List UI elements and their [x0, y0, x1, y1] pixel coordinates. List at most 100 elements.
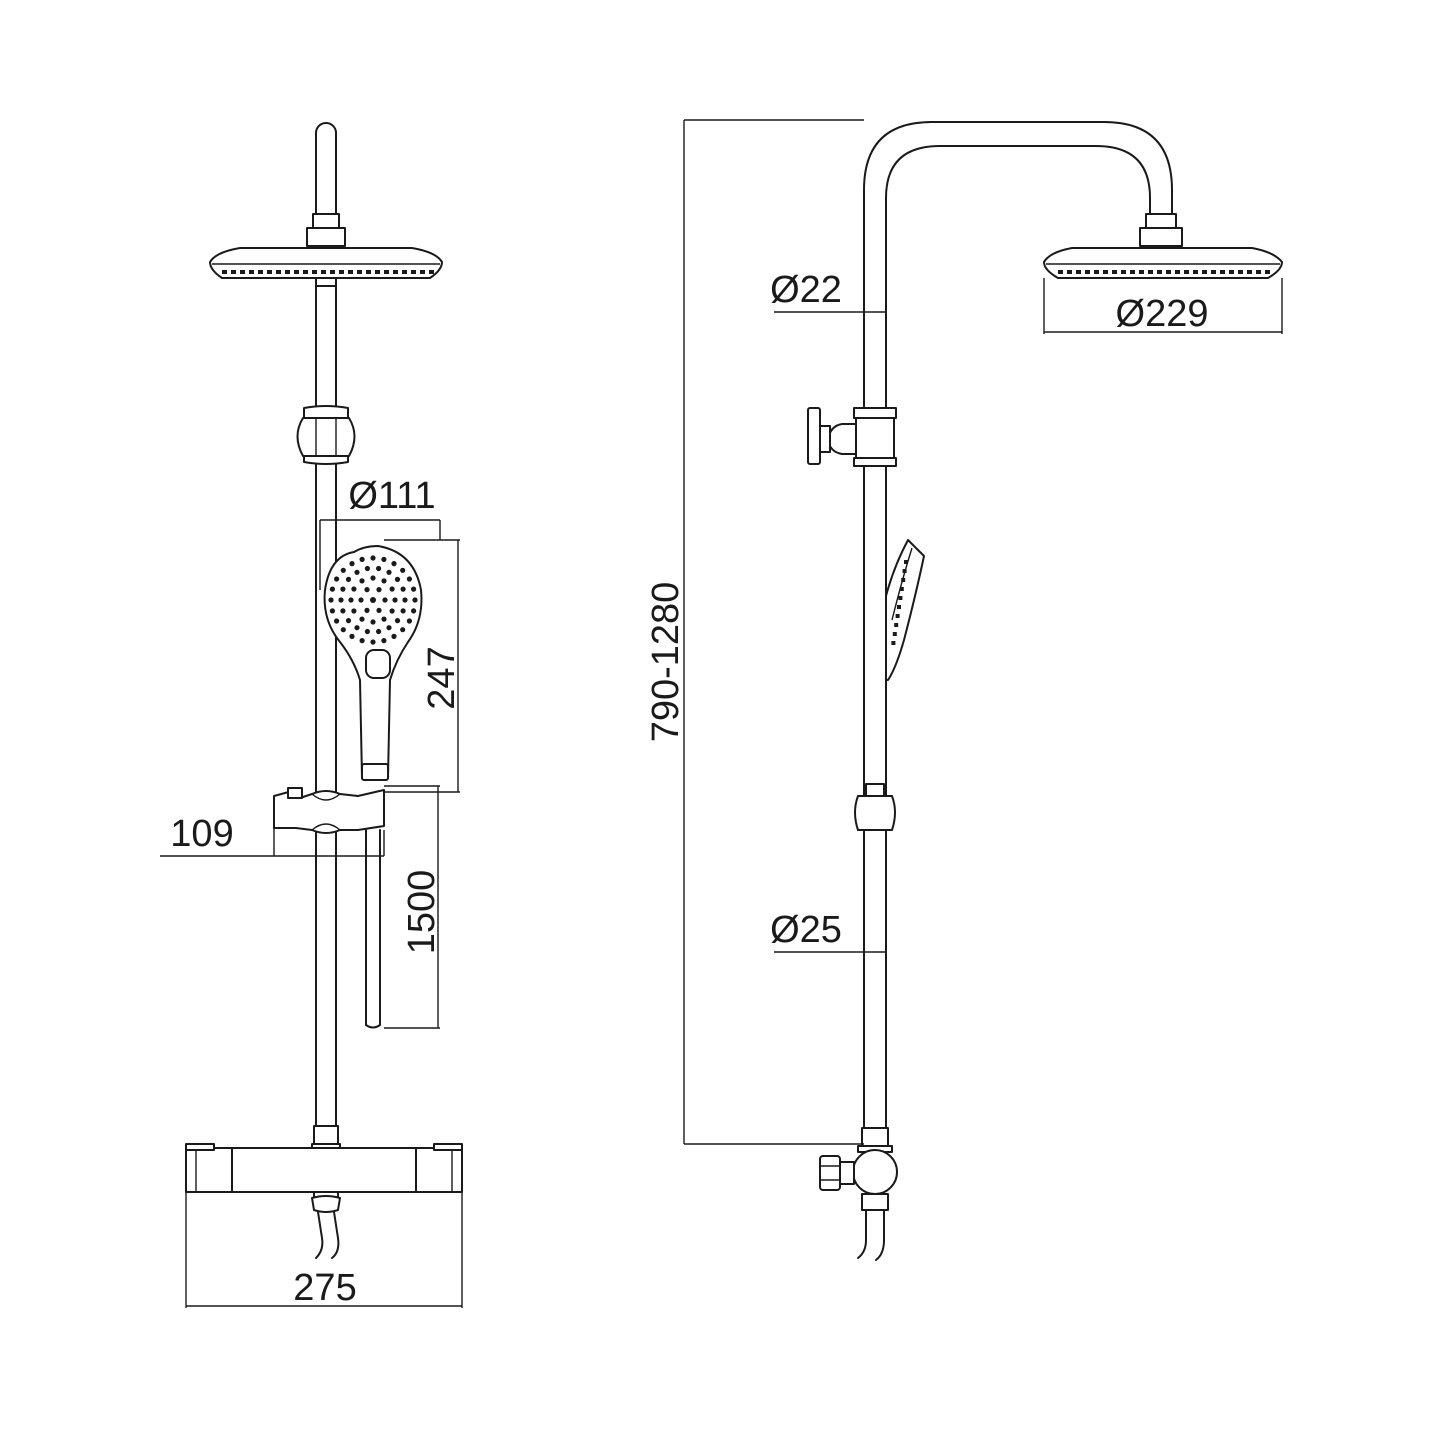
nozzle-mark	[1139, 270, 1144, 274]
nozzle-dot	[394, 576, 401, 583]
nozzle-dot	[412, 597, 418, 603]
nozzle-dot	[391, 561, 397, 567]
nozzle-mark	[1220, 270, 1225, 274]
nozzle-mark	[902, 569, 907, 573]
nozzle-dot	[389, 586, 395, 592]
nozzle-mark	[895, 614, 900, 618]
nozzle-dot	[349, 561, 355, 567]
nozzle-mark	[1184, 270, 1189, 274]
front-hose	[365, 829, 381, 1029]
nozzle-dot	[329, 608, 335, 614]
dimension-bracket-109: 109	[170, 813, 233, 855]
nozzle-dot	[370, 555, 376, 561]
nozzle-mark	[898, 596, 903, 600]
nozzle-dot	[340, 627, 346, 633]
nozzle-dot	[381, 578, 387, 584]
nozzle-dot	[406, 576, 412, 582]
nozzle-dot	[400, 627, 406, 633]
nozzle-mark	[1148, 270, 1153, 274]
nozzle-mark	[384, 270, 389, 274]
nozzle-dot	[354, 625, 360, 631]
nozzle-dot	[351, 608, 357, 614]
nozzle-mark	[1229, 270, 1234, 274]
front-overhead-shower-head	[209, 247, 443, 287]
nozzle-dot	[358, 597, 364, 603]
nozzle-dot	[338, 597, 344, 603]
nozzle-dot	[359, 616, 365, 622]
nozzle-dot	[340, 586, 346, 592]
nozzle-mark	[1157, 270, 1162, 274]
nozzle-dot	[370, 597, 376, 603]
nozzle-mark	[899, 587, 904, 591]
nozzle-dot	[349, 633, 355, 640]
nozzle-mark	[222, 270, 227, 274]
nozzle-mark	[892, 632, 897, 636]
nozzle-dot	[381, 638, 387, 644]
nozzle-mark	[258, 270, 263, 274]
nozzle-dot	[400, 586, 406, 592]
side-gooseneck-arm	[863, 121, 1173, 409]
front-slider-bracket	[273, 787, 385, 834]
dimension-hand-shower-length-247: 247	[421, 646, 463, 709]
nozzle-mark	[1166, 270, 1171, 274]
nozzle-dot	[389, 608, 395, 614]
nozzle-dot	[364, 587, 370, 593]
nozzle-mark	[1256, 270, 1261, 274]
nozzle-dot	[340, 567, 346, 573]
nozzle-dot	[345, 576, 352, 583]
side-dimension-lines	[683, 119, 1283, 1145]
nozzle-dot	[370, 575, 376, 581]
dimension-rail-diameter-25: Ø25	[770, 909, 842, 951]
nozzle-mark	[429, 270, 434, 274]
nozzle-dot	[381, 556, 387, 563]
nozzle-mark	[1103, 270, 1108, 274]
nozzle-mark	[1121, 270, 1126, 274]
nozzle-dot	[406, 618, 412, 624]
nozzle-dot	[394, 618, 401, 624]
nozzle-mark	[294, 270, 299, 274]
dimension-hand-shower-diameter-111: Ø111	[348, 475, 435, 517]
nozzle-dot	[400, 608, 406, 614]
nozzle-dot	[364, 565, 370, 572]
dimension-height-range-790-1280: 790-1280	[645, 582, 687, 743]
nozzle-dot	[345, 618, 352, 624]
nozzle-dot	[359, 638, 365, 644]
front-hand-shower	[323, 545, 423, 781]
nozzle-dot	[400, 567, 406, 573]
nozzle-mark	[348, 270, 353, 274]
nozzle-mark	[1085, 270, 1090, 274]
front-diverter	[296, 405, 356, 465]
nozzle-mark	[1238, 270, 1243, 274]
nozzle-mark	[303, 270, 308, 274]
nozzle-mark	[402, 270, 407, 274]
nozzle-dot	[329, 586, 335, 592]
dimension-arm-diameter-22: Ø22	[770, 269, 842, 311]
nozzle-mark	[366, 270, 371, 274]
side-diverter	[807, 407, 897, 467]
nozzle-mark	[276, 270, 281, 274]
dimension-hose-1500: 1500	[401, 870, 443, 955]
nozzle-dot	[359, 556, 365, 563]
nozzle-dot	[411, 586, 417, 592]
nozzle-mark	[357, 270, 362, 274]
side-view: 790-1280 Ø22 Ø229 Ø25	[645, 119, 1283, 1261]
front-view: 275 109 Ø111 247 1500	[160, 122, 463, 1309]
nozzle-mark	[1058, 270, 1063, 274]
nozzle-mark	[1175, 270, 1180, 274]
nozzle-dot	[370, 639, 376, 645]
nozzle-dot	[386, 625, 392, 631]
nozzle-dot	[351, 586, 357, 592]
nozzle-mark	[231, 270, 236, 274]
nozzle-mark	[1112, 270, 1117, 274]
nozzle-dot	[376, 628, 382, 635]
nozzle-mark	[1076, 270, 1081, 274]
side-bottom-valve	[819, 1127, 898, 1261]
side-overhead-shower-head	[1043, 213, 1283, 279]
dimension-width-275: 275	[293, 1267, 356, 1309]
nozzle-dot	[402, 597, 408, 603]
nozzle-dot	[381, 616, 387, 622]
front-shower-arm	[306, 122, 346, 247]
nozzle-mark	[1193, 270, 1198, 274]
nozzle-mark	[240, 270, 245, 274]
